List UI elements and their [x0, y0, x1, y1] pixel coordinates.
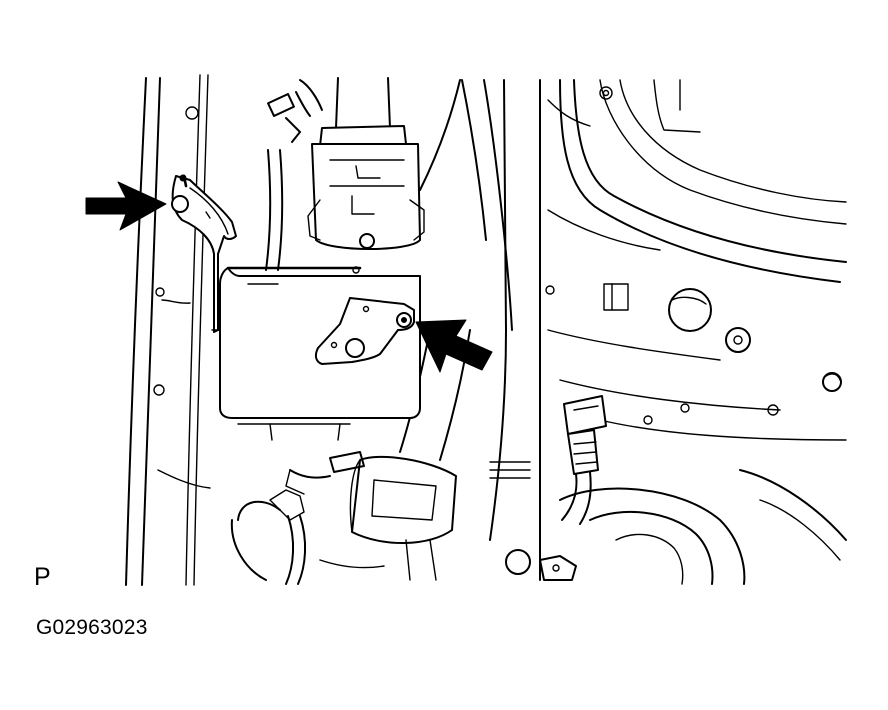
lower-right-structure [505, 469, 847, 585]
upper-bracket [171, 174, 237, 333]
side-sensor-connector [561, 395, 607, 525]
left-pillar-trim [125, 74, 211, 586]
right-body-panel [545, 79, 847, 441]
module-mounting-tab [314, 297, 415, 365]
arrow-pointing-upper-left-icon [415, 319, 493, 373]
wire-harness-upper [265, 79, 323, 271]
seat-belt-upper [307, 77, 425, 250]
arrow-pointing-right-icon [85, 181, 167, 231]
figure-code: G02963023 [36, 616, 148, 639]
wire-harness-lower [230, 489, 385, 585]
seat-belt-webbing [399, 79, 542, 581]
view-label: P [34, 563, 51, 591]
belt-lower-anchor [285, 451, 457, 581]
